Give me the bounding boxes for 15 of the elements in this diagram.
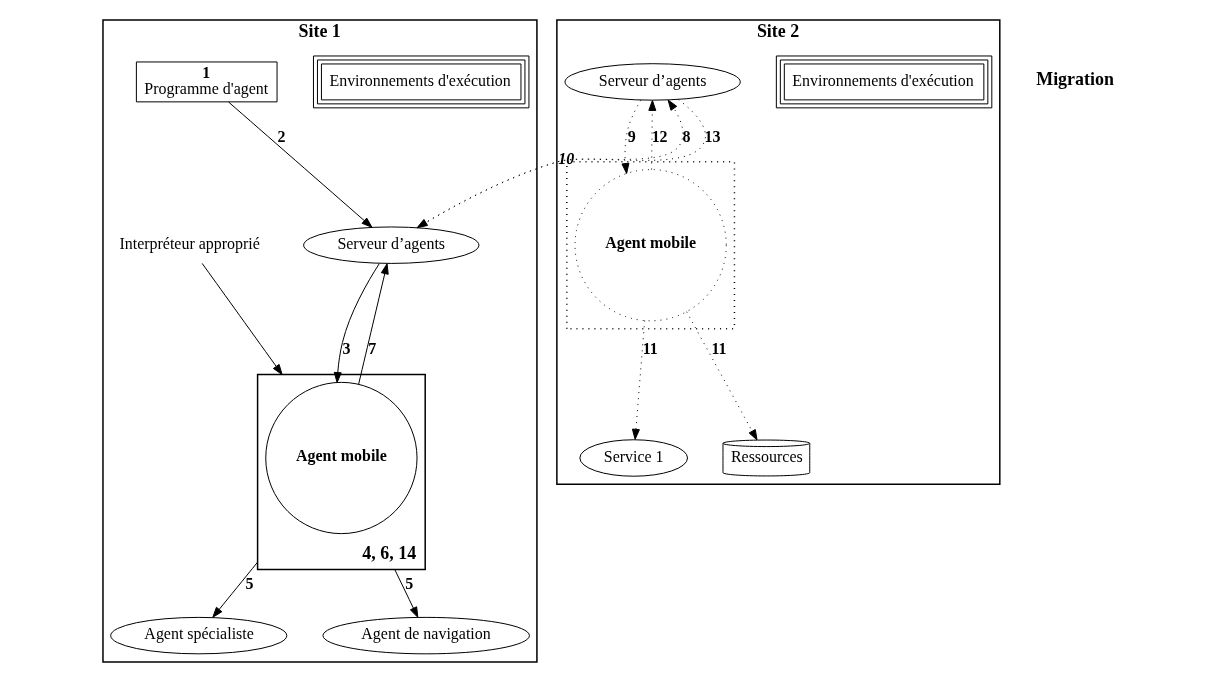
edge-label: 11 [642,340,658,358]
edge-label: 5 [245,575,254,593]
edge-label: 8 [682,127,691,145]
edge-label: 12 [651,127,668,145]
node-label: 4, 6, 14 [362,542,417,563]
edge-label: 5 [405,575,414,593]
edge-label: 3 [342,340,351,358]
node-text: Interpréteur approprié [119,234,260,252]
edge-label: 13 [704,127,721,145]
label: Migration [1036,69,1114,90]
node-label: 10 [558,149,575,167]
edge-label: 11 [711,340,727,358]
edge-label: 2 [277,127,286,145]
edge-label: 7 [368,340,377,358]
edge-label: 9 [627,127,636,145]
